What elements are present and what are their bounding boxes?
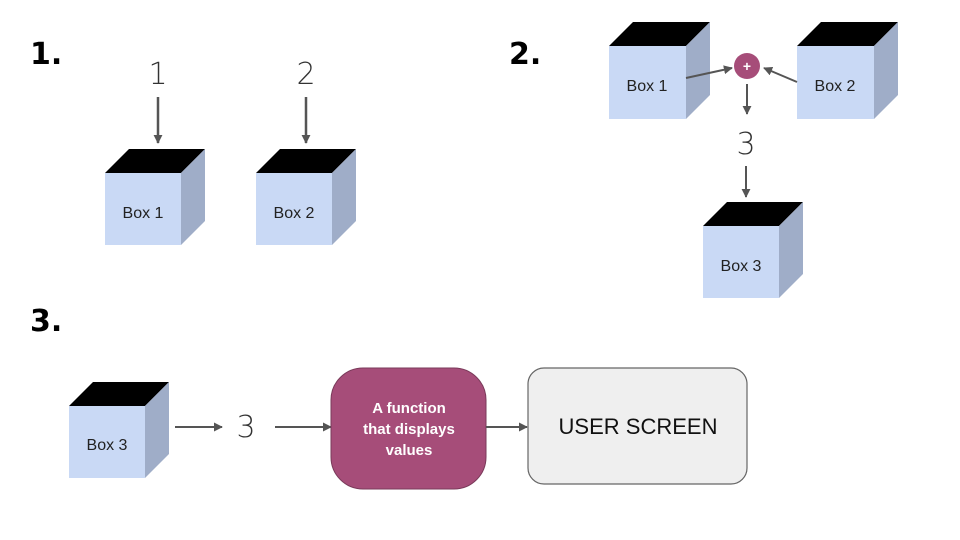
step-1-number: 1.	[30, 37, 62, 72]
cube-top-face	[105, 149, 205, 173]
user-screen-label: USER SCREEN	[559, 414, 718, 439]
cube-top-face	[256, 149, 356, 173]
cube-front-face	[609, 46, 686, 119]
step-2-number: 2.	[509, 37, 541, 72]
function-label-line-3: values	[386, 442, 433, 459]
box1-label: Box 1	[627, 78, 668, 95]
cube-top-face	[69, 382, 169, 406]
section-3: Box 3 3 A function that displays values …	[69, 367, 748, 490]
user-screen-node: USER SCREEN	[527, 367, 748, 485]
function-label-line-1: A function	[372, 400, 446, 417]
cube-front-face	[797, 46, 874, 119]
box2-label: Box 2	[815, 78, 856, 95]
cube-side-face	[145, 382, 169, 478]
cube-box1-section2: Box 1	[609, 22, 710, 119]
box3-label: Box 3	[87, 437, 128, 454]
cube-front-face	[256, 173, 332, 245]
cube-box2-section2: Box 2	[797, 22, 898, 119]
cube-top-face	[703, 202, 803, 226]
cube-front-face	[703, 226, 779, 298]
cube-box2-section1: Box 2	[256, 149, 356, 245]
cube-side-face	[181, 149, 205, 245]
cube-box3-section2: Box 3	[703, 202, 803, 298]
step-3-number: 3.	[30, 304, 62, 339]
plus-sign: +	[743, 58, 751, 74]
box1-label: Box 1	[123, 205, 164, 222]
output-value-3: 3	[236, 410, 255, 445]
box2-label: Box 2	[274, 205, 315, 222]
cube-box3-section3: Box 3	[69, 382, 169, 478]
cube-front-face	[69, 406, 145, 478]
cube-box1-section1: Box 1	[105, 149, 205, 245]
box3-label: Box 3	[721, 258, 762, 275]
cube-side-face	[332, 149, 356, 245]
cube-side-face	[874, 22, 898, 119]
function-label-line-2: that displays	[363, 421, 455, 438]
input-value-1: 1	[148, 57, 167, 92]
result-value-3: 3	[736, 127, 755, 162]
cube-front-face	[105, 173, 181, 245]
plus-operator-icon: +	[734, 53, 760, 79]
section-1: 1 2 Box 1 Box 2	[105, 57, 356, 245]
arrow-box2-to-plus	[763, 67, 798, 83]
cube-side-face	[686, 22, 710, 119]
cube-top-face	[797, 22, 898, 46]
cube-side-face	[779, 202, 803, 298]
section-2: Box 1 Box 2 + 3 Box 3	[609, 22, 898, 298]
input-value-2: 2	[296, 57, 315, 92]
cube-top-face	[609, 22, 710, 46]
display-function-node: A function that displays values	[330, 367, 487, 490]
arrow-box1-to-plus	[685, 65, 733, 79]
